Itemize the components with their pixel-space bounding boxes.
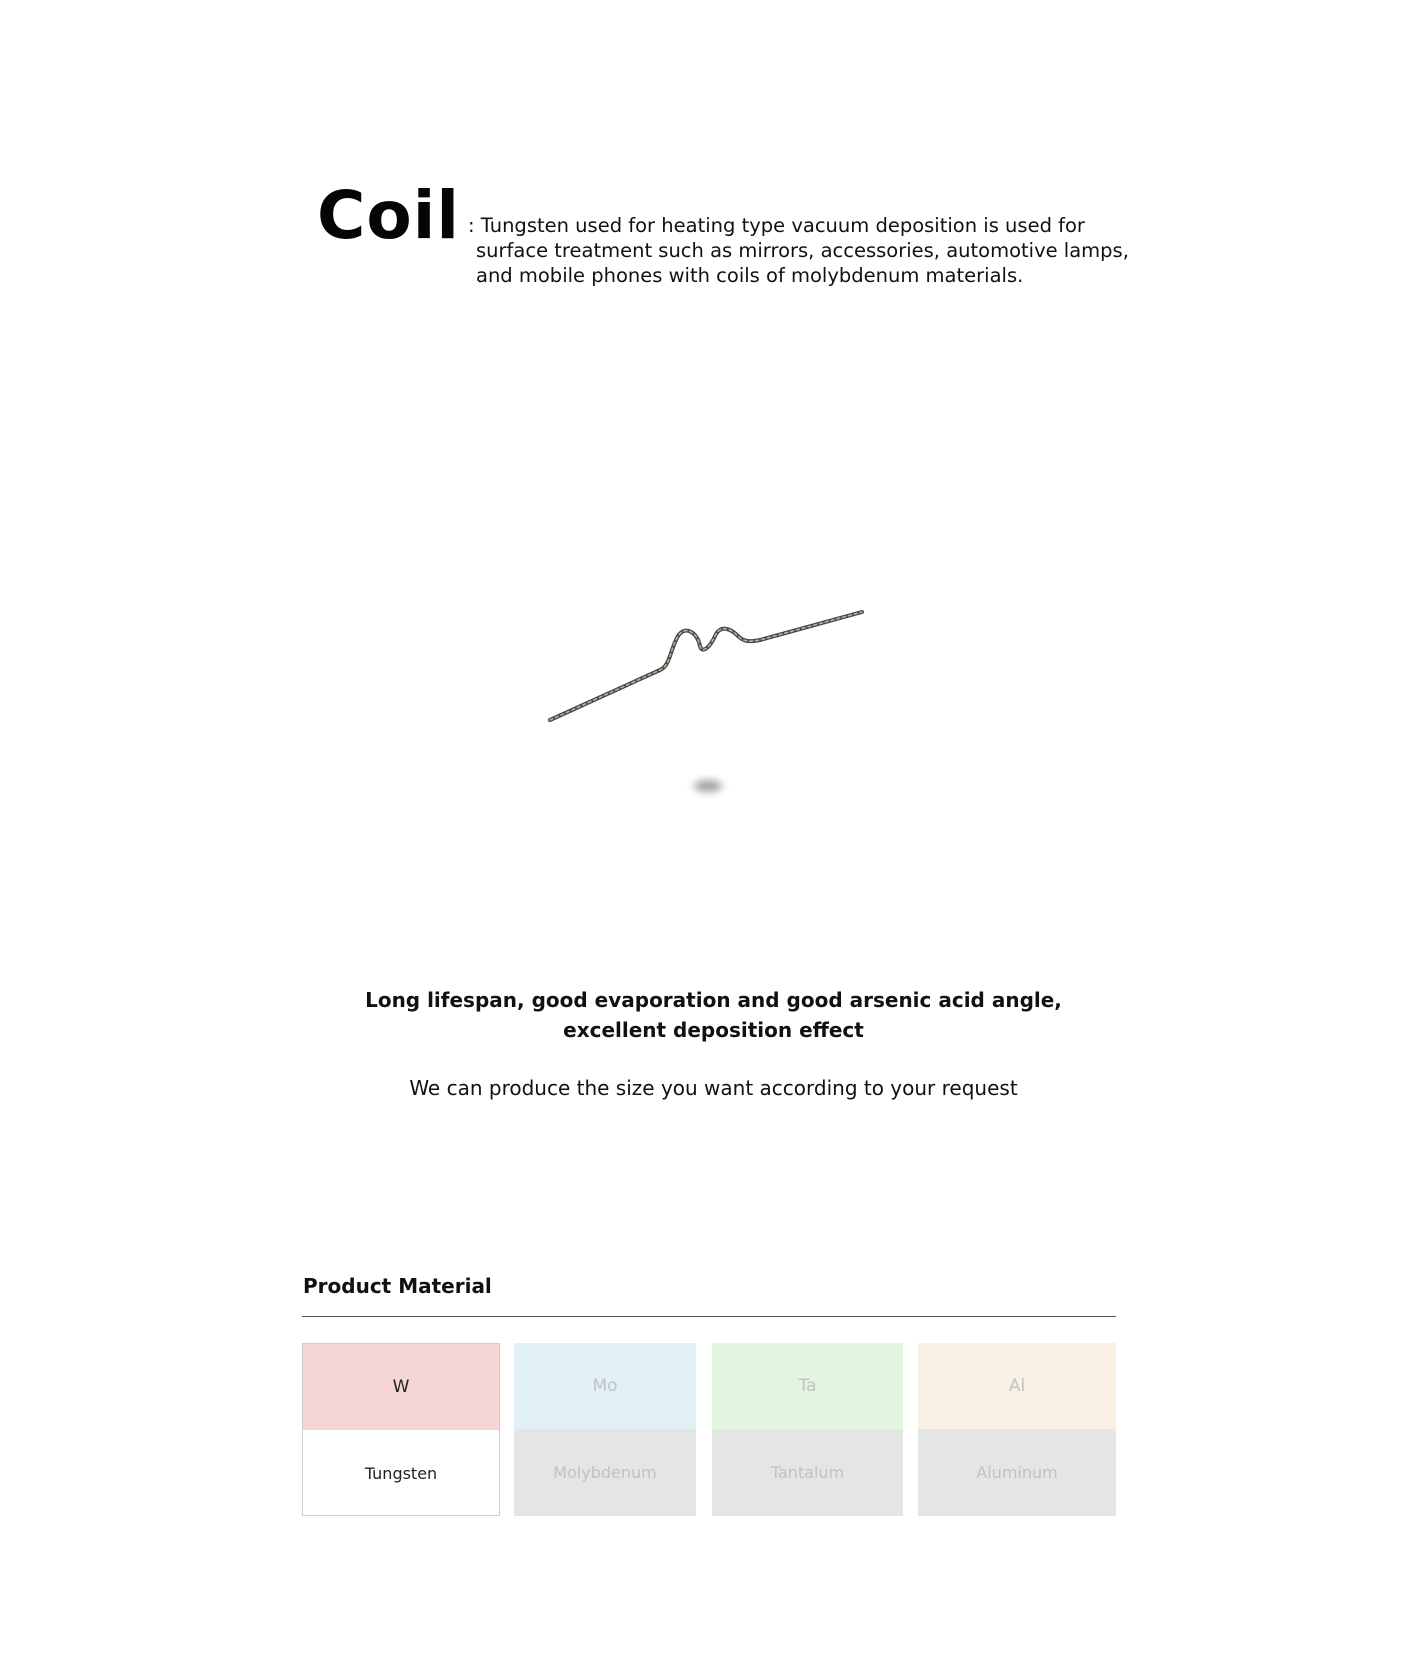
feature-line: excellent deposition effect <box>563 1018 864 1042</box>
coil-wire-illustration <box>548 610 864 792</box>
description-line: and mobile phones with coils of molybden… <box>476 264 1024 287</box>
product-description: : Tungsten used for heating type vacuum … <box>468 213 1129 288</box>
coil-wire-image <box>520 590 880 810</box>
material-name: Aluminum <box>918 1429 1116 1516</box>
material-card-tantalum[interactable]: Ta Tantalum <box>712 1343 903 1516</box>
feature-line: Long lifespan, good evaporation and good… <box>365 988 1062 1012</box>
material-card-molybdenum[interactable]: Mo Molybdenum <box>514 1343 696 1516</box>
material-symbol: Mo <box>514 1343 696 1429</box>
material-name: Tantalum <box>712 1429 903 1516</box>
material-symbol: Ta <box>712 1343 903 1429</box>
material-symbol: Al <box>918 1343 1116 1429</box>
material-symbol: W <box>303 1344 499 1430</box>
material-name: Molybdenum <box>514 1429 696 1516</box>
description-line: : Tungsten used for heating type vacuum … <box>468 214 1085 237</box>
material-name: Tungsten <box>364 1464 438 1483</box>
material-card-aluminum[interactable]: Al Aluminum <box>918 1343 1116 1516</box>
material-heading: Product Material <box>303 1274 492 1298</box>
description-line: surface treatment such as mirrors, acces… <box>476 239 1129 262</box>
material-card-tungsten[interactable]: W Tungsten <box>302 1343 500 1516</box>
custom-size-note: We can produce the size you want accordi… <box>409 1076 1018 1100</box>
page-title: Coil <box>317 177 461 254</box>
feature-highlight: Long lifespan, good evaporation and good… <box>0 985 1427 1045</box>
divider <box>302 1316 1116 1317</box>
